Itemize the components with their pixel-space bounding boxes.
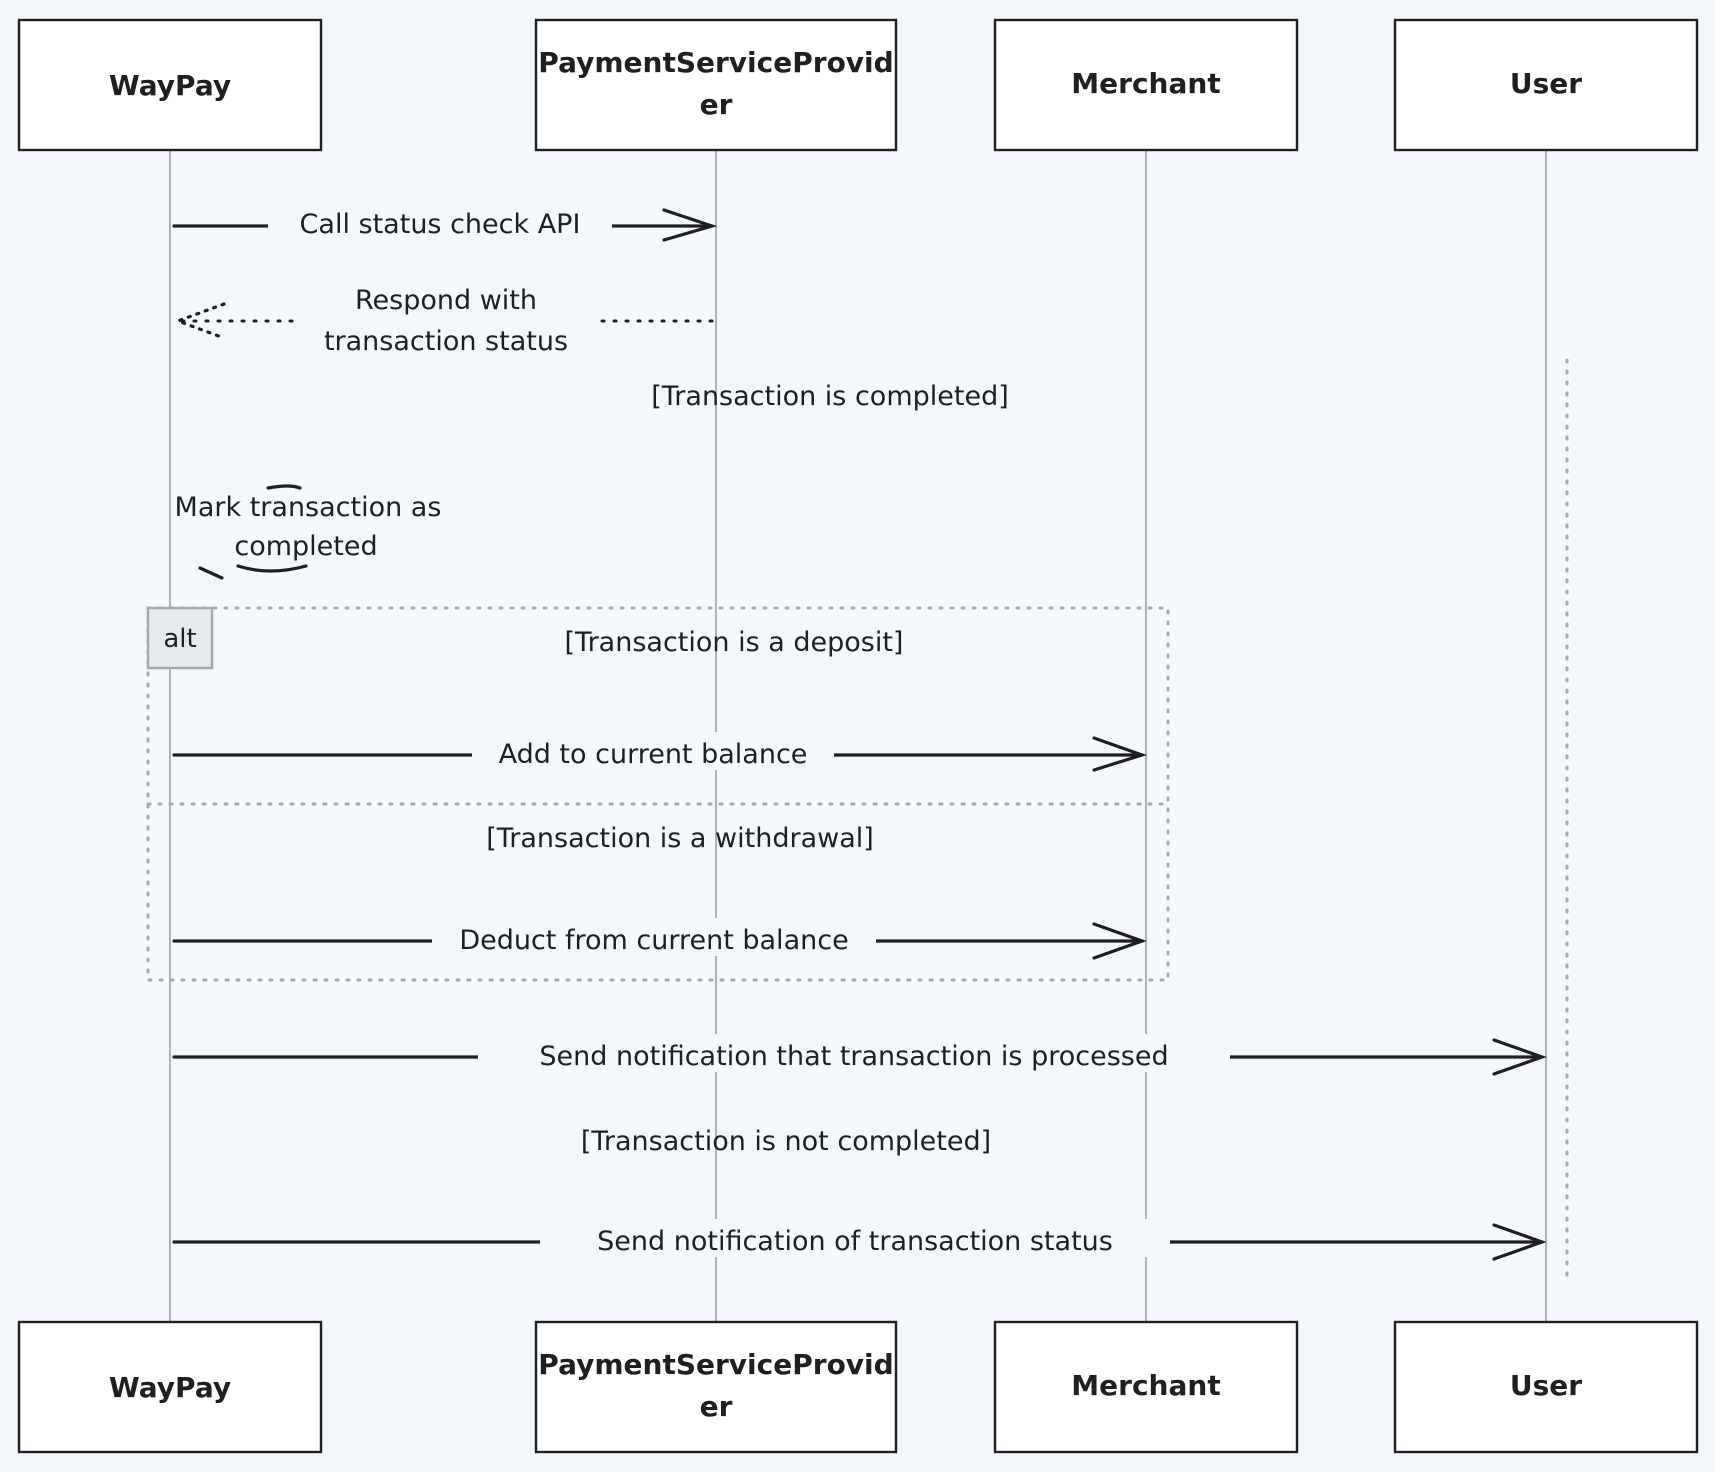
actor-psp-top-label-2: er: [700, 88, 733, 121]
message-send-processed-label: Send notification that transaction is pr…: [539, 1041, 1168, 1072]
alt-label-box: [146, 606, 214, 670]
message-respond-status: Respond with transaction status: [173, 278, 714, 358]
alt-label: alt: [163, 624, 196, 654]
actor-merchant-top: Merchant: [993, 18, 1299, 152]
message-mark-label-2: completed: [234, 531, 377, 562]
actor-waypay-top: WayPay: [17, 18, 323, 152]
actor-merchant-top-label: Merchant: [1071, 67, 1220, 100]
actor-psp-top: PaymentServiceProvid er: [534, 18, 898, 152]
actor-user-top: User: [1393, 18, 1699, 152]
message-send-status-label: Send notification of transaction status: [597, 1226, 1113, 1257]
actor-merchant-bottom: Merchant: [993, 1320, 1299, 1454]
actor-psp-top-label-1: PaymentServiceProvid: [538, 46, 893, 79]
condition-deposit: [Transaction is a deposit]: [565, 627, 904, 658]
condition-completed: [Transaction is completed]: [651, 381, 1009, 412]
message-respond-label-1: Respond with: [355, 285, 537, 316]
condition-not-completed: [Transaction is not completed]: [581, 1126, 991, 1157]
message-add-balance-label: Add to current balance: [499, 739, 808, 770]
message-send-processed: Send notification that transaction is pr…: [172, 1034, 1547, 1076]
actor-user-bottom-label: User: [1510, 1369, 1582, 1402]
message-mark-completed: Mark transaction as completed: [175, 484, 442, 580]
actor-waypay-bottom-label: WayPay: [109, 1371, 231, 1404]
actor-waypay-top-label: WayPay: [109, 69, 231, 102]
alt-frame: alt: [146, 606, 1170, 982]
actor-psp-bottom: PaymentServiceProvid er: [534, 1320, 898, 1454]
actor-user-top-label: User: [1510, 67, 1582, 100]
message-add-balance: Add to current balance: [172, 732, 1148, 772]
actor-merchant-bottom-label: Merchant: [1071, 1369, 1220, 1402]
actor-user-bottom: User: [1393, 1320, 1699, 1454]
message-send-status: Send notification of transaction status: [172, 1219, 1547, 1261]
actor-waypay-bottom: WayPay: [17, 1320, 323, 1454]
message-mark-label-1: Mark transaction as: [175, 492, 442, 523]
actor-psp-bottom-label-1: PaymentServiceProvid: [538, 1348, 893, 1381]
condition-withdrawal: [Transaction is a withdrawal]: [486, 823, 874, 854]
message-call-status: Call status check API: [172, 202, 718, 242]
message-deduct-balance: Deduct from current balance: [172, 918, 1147, 960]
message-deduct-balance-label: Deduct from current balance: [459, 925, 848, 956]
message-call-status-label: Call status check API: [300, 209, 581, 240]
actor-psp-bottom-label-2: er: [700, 1390, 733, 1423]
message-respond-label-2: transaction status: [324, 326, 568, 357]
